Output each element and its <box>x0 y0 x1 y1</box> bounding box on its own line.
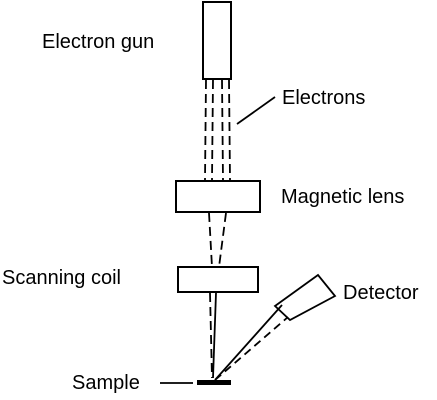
detector <box>273 273 337 322</box>
sample-surface <box>197 380 231 385</box>
magnetic-lens-label: Magnetic lens <box>281 186 405 208</box>
electron-gun-label: Electron gun <box>42 31 155 53</box>
detector-signal <box>214 304 289 381</box>
electrons-leader-line <box>236 96 276 125</box>
electron-beam <box>204 79 231 181</box>
sample-label: Sample <box>72 372 140 394</box>
detector-label: Detector <box>343 282 419 304</box>
electrons-label: Electrons <box>282 87 366 109</box>
scanning-beam <box>209 292 217 379</box>
scanning-coil <box>177 266 259 293</box>
magnetic-lens <box>175 180 261 213</box>
focused-beam <box>208 212 227 268</box>
scanning-coil-label: Scanning coil <box>2 267 121 289</box>
electron-gun-tube <box>202 1 232 80</box>
